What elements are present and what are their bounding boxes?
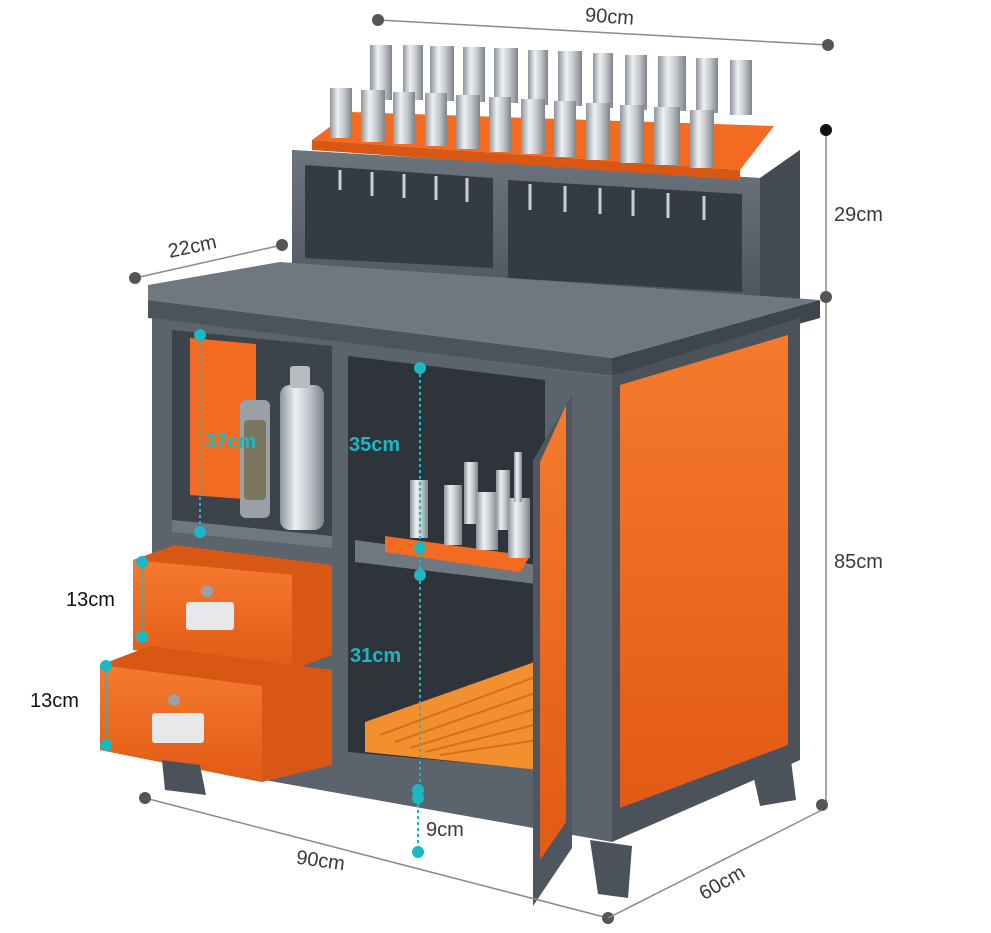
dimension-total-height: 85cm: [834, 551, 883, 573]
dimension-right-lower-height: 31cm: [350, 645, 402, 667]
bottles: [240, 366, 324, 530]
cyan-dimension-markers: [100, 329, 426, 858]
drawer-lower: [100, 646, 332, 782]
hanging-studs: [338, 170, 706, 220]
dimension-top-height: 29cm: [834, 204, 883, 226]
tool-holders-back-row: [370, 45, 752, 115]
tool-holders-front-row: [330, 88, 714, 168]
work-top: [148, 262, 820, 376]
dimension-base-gap: 9cm: [426, 819, 464, 841]
dimension-right-upper-height: 35cm: [349, 434, 401, 456]
dimension-top-width: 90cm: [584, 4, 635, 30]
dimension-lines: [129, 14, 834, 924]
cabinet-feet: [162, 752, 796, 898]
dimension-left-cell-height: 37cm: [205, 431, 257, 453]
drawer-upper: [133, 545, 332, 670]
dimension-drawer-lower: 13cm: [30, 690, 79, 712]
dimension-drawer-upper: 13cm: [66, 589, 115, 611]
